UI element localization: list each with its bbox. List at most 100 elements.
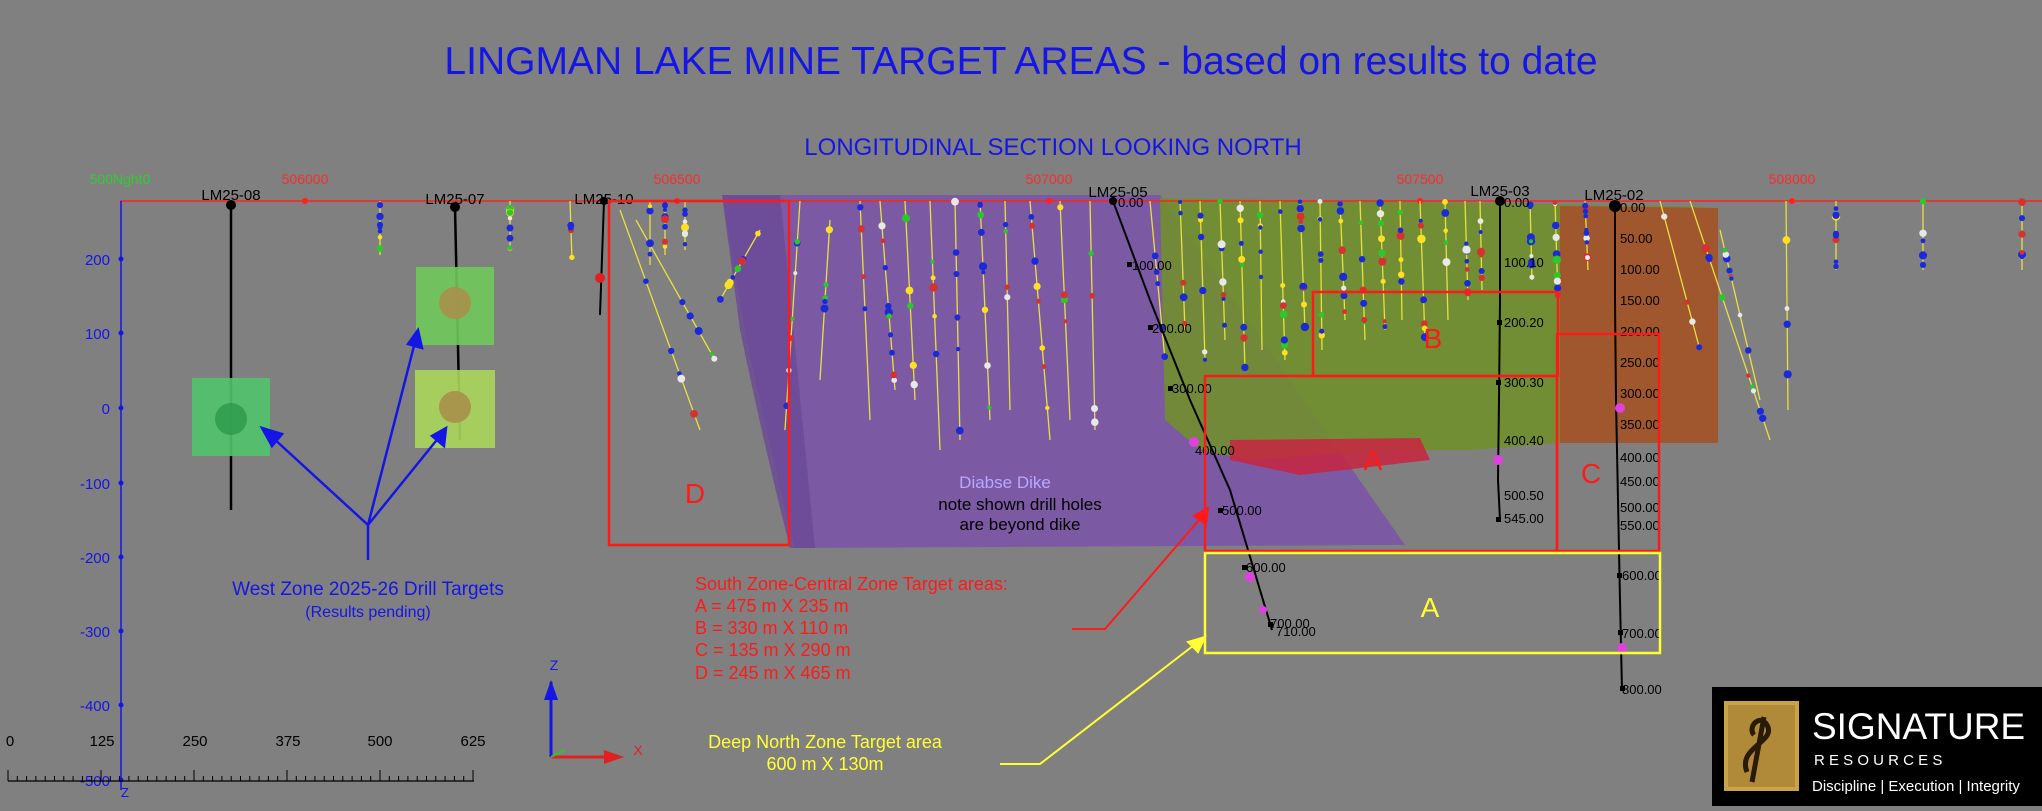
assay-bead (878, 222, 886, 230)
depth-label: 300.00 (1620, 386, 1660, 401)
assay-bead (1151, 252, 1159, 260)
assay-bead (1464, 280, 1471, 287)
assay-bead (377, 224, 383, 230)
assay-bead (1398, 232, 1403, 237)
easting-507500: 507500 (1397, 171, 1444, 187)
assay-bead (1089, 293, 1095, 299)
assay-bead (1701, 244, 1710, 253)
assay-bead (1338, 246, 1346, 254)
scale-label-500: 500 (367, 733, 392, 750)
assay-bead (1004, 294, 1011, 301)
assay-bead (1719, 294, 1726, 301)
depth-label: 500.00 (1620, 500, 1660, 515)
assay-bead (662, 244, 668, 249)
assay-bead (1060, 291, 1068, 299)
depth-label: 250.00 (1620, 355, 1660, 370)
assay-bead (987, 405, 992, 410)
assay-bead (1726, 267, 1733, 274)
assay-bead (1045, 405, 1050, 411)
assay-bead (1689, 318, 1696, 325)
assay-bead (682, 242, 688, 247)
assay-bead (376, 245, 384, 252)
assay-bead (1041, 364, 1047, 369)
assay-bead (1397, 227, 1404, 234)
depth-label: 600.00 (1622, 568, 1662, 583)
assay-bead (1919, 229, 1927, 237)
dike-shading (722, 195, 815, 548)
assay-bead (726, 278, 734, 287)
assay-bead (677, 371, 682, 376)
assay-bead (1782, 236, 1791, 244)
assay-bead (1759, 414, 1767, 422)
assay-bead (663, 207, 667, 212)
assay-markers (376, 197, 2026, 435)
assay-bead (1319, 328, 1325, 334)
assay-bead (1552, 200, 1558, 206)
assay-bead (823, 282, 829, 288)
assay-bead (885, 303, 892, 310)
assay-bead (1180, 279, 1187, 286)
assay-bead (679, 299, 686, 306)
drill-trace (1089, 200, 1096, 431)
assay-bead (1442, 199, 1448, 205)
assay-bead (668, 347, 675, 355)
assay-bead (1376, 199, 1384, 207)
assay-bead (1339, 272, 1348, 281)
assay-bead (1341, 285, 1347, 291)
depth-label: 700.00 (1270, 616, 1310, 631)
assay-bead (1421, 325, 1428, 332)
assay-bead (1256, 211, 1264, 219)
drill-trace (1219, 200, 1226, 341)
assay-bead (709, 351, 714, 356)
assay-bead (888, 332, 894, 338)
scale-label-250: 250 (182, 733, 207, 750)
assay-bead (1219, 278, 1227, 286)
assay-bead (1217, 198, 1223, 204)
assay-bead (1237, 217, 1244, 224)
legend-line-c: C = 135 m X 290 m (695, 640, 851, 660)
assay-bead (1340, 292, 1348, 300)
drill-trace (879, 200, 896, 391)
assay-bead (1833, 263, 1839, 270)
hole-label-lm25-08: LM25-08 (201, 187, 260, 204)
assay-bead (1178, 210, 1183, 216)
depth-label: 500.00 (1222, 503, 1262, 518)
assay-bead (1057, 204, 1064, 211)
zone-letter-d: D (685, 478, 705, 509)
assay-bead (1088, 250, 1094, 257)
assay-bead (1317, 217, 1323, 222)
depth-label: 710.00 (1276, 624, 1316, 639)
assay-bead (822, 295, 828, 301)
assay-bead (507, 216, 513, 221)
assay-bead (694, 327, 703, 335)
central-hole-collars (1109, 196, 1621, 212)
assay-bead (953, 271, 960, 277)
assay-bead (1749, 384, 1755, 390)
assay-bead (1301, 301, 1307, 308)
assay-bead (681, 223, 689, 232)
drill-trace (1004, 200, 1011, 411)
assay-bead (1705, 253, 1713, 262)
assay-bead (930, 275, 936, 281)
assay-bead (886, 313, 892, 319)
assay-bead (648, 204, 652, 209)
assay-bead (1417, 222, 1424, 229)
assay-bead (1161, 353, 1169, 360)
assay-bead (1296, 212, 1305, 221)
assay-bead (2019, 215, 2025, 222)
assay-bead (1336, 207, 1345, 215)
assay-bead (1583, 230, 1590, 236)
logo-name: SIGNATURE (1812, 706, 2025, 747)
assay-bead (643, 278, 649, 285)
scale-label-125: 125 (89, 733, 114, 750)
drill-trace (619, 209, 701, 431)
assay-bead (376, 212, 384, 221)
assay-bead (682, 207, 688, 213)
assay-bead (794, 239, 801, 245)
assay-bead (377, 235, 383, 240)
depth-label: 600.00 (1246, 560, 1286, 575)
assay-bead (1039, 345, 1046, 351)
west-zone-label: West Zone 2025-26 Drill Targets (232, 579, 504, 600)
assay-bead (1029, 222, 1036, 229)
assay-bead (1382, 324, 1388, 330)
